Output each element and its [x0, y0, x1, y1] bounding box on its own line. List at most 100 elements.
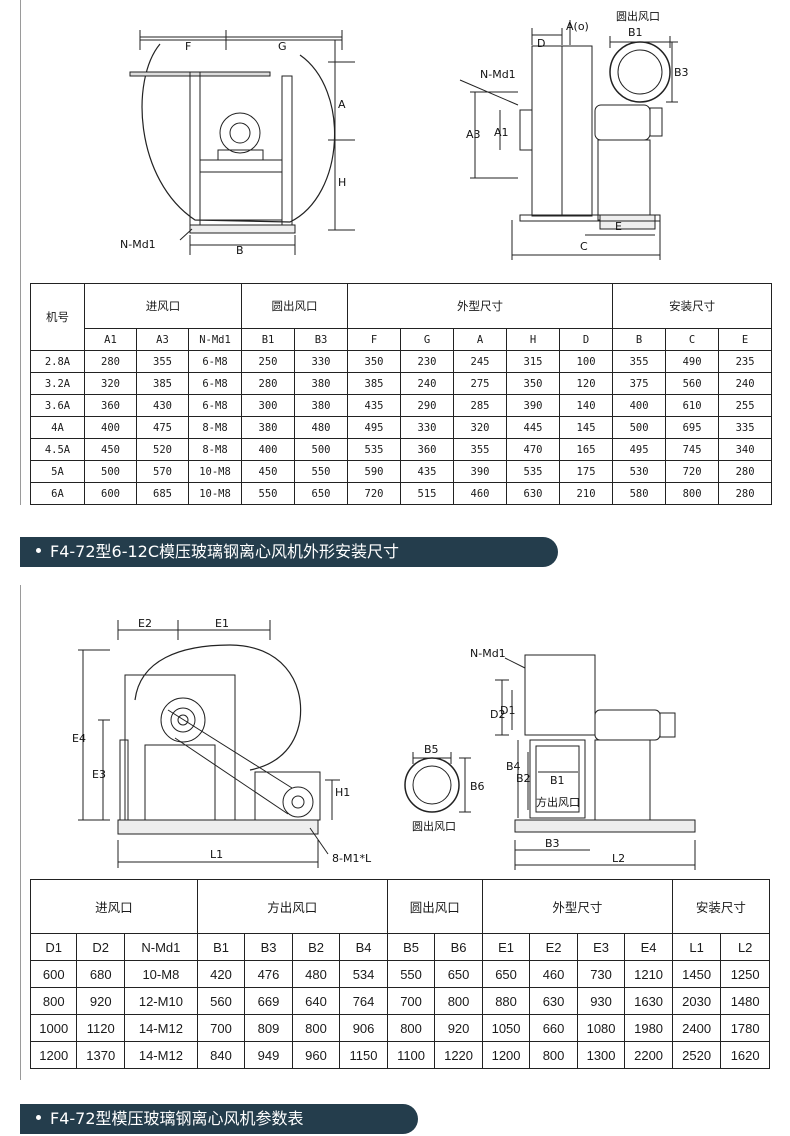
dim-N-Md1-large: N-Md1 — [470, 647, 506, 660]
dim-H1: H1 — [335, 786, 350, 799]
dim-B6: B6 — [470, 780, 485, 793]
column-header: G — [400, 328, 455, 351]
table-cell: 800 — [434, 987, 483, 1015]
dim-B4: B4 — [506, 760, 521, 773]
column-header: B — [612, 328, 667, 351]
table-cell: 2.8A — [30, 350, 85, 373]
table-cell: 240 — [400, 372, 455, 395]
table-cell: 3.6A — [30, 394, 85, 417]
table-cell: 550 — [241, 482, 296, 505]
table-cell: 500 — [84, 460, 137, 483]
column-header: B3 — [244, 933, 293, 961]
table-cell: 290 — [400, 394, 455, 417]
outlet-title-small: 圆出风口 — [616, 9, 660, 23]
fan-drawing-small: F G A H B N-Md1 D A(o) N-Md1 A3 A1 E C 圆… — [100, 0, 700, 270]
banner-title: F4-72型6-12C模压玻璃钢离心风机外形安装尺寸 — [50, 542, 400, 561]
table-cell: 14-M12 — [123, 1041, 198, 1069]
table-cell: 420 — [196, 960, 246, 988]
table-cell: 590 — [347, 460, 402, 483]
table-cell: 520 — [136, 438, 189, 461]
table-cell: 534 — [339, 960, 388, 988]
table-cell: 145 — [559, 416, 614, 439]
dim-A3: A3 — [466, 128, 481, 141]
table-cell: 240 — [718, 372, 773, 395]
column-header: E4 — [624, 933, 673, 961]
table-cell: 840 — [196, 1041, 246, 1069]
table-cell: 800 — [529, 1041, 578, 1069]
table-cell: 250 — [241, 350, 296, 373]
table-cell: 6-M8 — [187, 394, 243, 417]
table-cell: 450 — [241, 460, 296, 483]
table-cell: 495 — [612, 438, 667, 461]
fan-drawing-large: E2 E1 E4 E3 H1 L1 8-M1*L N-Md1 D2 D1 B4 … — [60, 600, 720, 872]
group-header-inlet: 进风口 — [83, 283, 243, 329]
group-header-round-outlet: 圆出风口 — [241, 283, 349, 329]
group-header-model: 机号 — [30, 283, 85, 351]
table-cell: 235 — [718, 350, 773, 373]
table-cell: 600 — [84, 482, 137, 505]
table-cell: 315 — [506, 350, 561, 373]
column-header: B4 — [339, 933, 388, 961]
table-cell: 10-M8 — [187, 460, 243, 483]
table-cell: 1200 — [481, 1041, 531, 1069]
table-cell: 460 — [453, 482, 508, 505]
table-cell: 1200 — [29, 1041, 78, 1069]
dim-A1: A1 — [494, 126, 509, 139]
dim-B3-outlet: B3 — [674, 66, 689, 79]
dim-N-Md1-side: N-Md1 — [480, 68, 516, 81]
table-cell: 490 — [665, 350, 720, 373]
table-cell: 800 — [29, 987, 78, 1015]
table-cell: 535 — [347, 438, 402, 461]
table-cell: 630 — [506, 482, 561, 505]
column-header: A1 — [84, 328, 137, 351]
dim-D1: D1 — [500, 704, 515, 717]
table-cell: 560 — [665, 372, 720, 395]
table-cell: 809 — [244, 1014, 293, 1042]
table-cell: 480 — [291, 960, 341, 988]
column-header: H — [506, 328, 561, 351]
table-cell: 335 — [718, 416, 773, 439]
table-cell: 610 — [665, 394, 720, 417]
table-cell: 650 — [294, 482, 349, 505]
table-cell: 535 — [506, 460, 561, 483]
left-guide-line-bottom — [20, 585, 21, 1080]
column-header: E2 — [529, 933, 578, 961]
bullet-dot — [36, 548, 41, 553]
table-cell: 550 — [386, 960, 436, 988]
table-cell: 650 — [434, 960, 483, 988]
table-cell: 12-M10 — [123, 987, 198, 1015]
table-cell: 320 — [84, 372, 137, 395]
column-header: L1 — [671, 933, 722, 961]
table-cell: 245 — [453, 350, 508, 373]
table-cell: 355 — [136, 350, 189, 373]
table-cell: 730 — [576, 960, 626, 988]
table-cell: 570 — [136, 460, 189, 483]
table-cell: 500 — [612, 416, 667, 439]
table-cell: 350 — [506, 372, 561, 395]
left-guide-line-top — [20, 0, 21, 505]
dim-C: C — [580, 240, 588, 253]
table-cell: 330 — [294, 350, 349, 373]
table-cell: 476 — [244, 960, 293, 988]
table-cell: 330 — [400, 416, 455, 439]
front-view-large — [78, 620, 340, 868]
table-cell: 350 — [347, 350, 402, 373]
table-cell: 1220 — [434, 1041, 483, 1069]
dim-L2: L2 — [612, 852, 625, 865]
dim-E1: E1 — [215, 617, 229, 630]
dim-B5: B5 — [424, 743, 439, 756]
table-cell: 6-M8 — [187, 350, 243, 373]
table-cell: 10-M8 — [123, 960, 198, 988]
table-cell: 385 — [136, 372, 189, 395]
table-cell: 1300 — [576, 1041, 626, 1069]
square-outlet-title: 方出风口 — [536, 795, 580, 809]
table-cell: 660 — [529, 1014, 578, 1042]
table-cell: 360 — [400, 438, 455, 461]
table-cell: 100 — [559, 350, 614, 373]
